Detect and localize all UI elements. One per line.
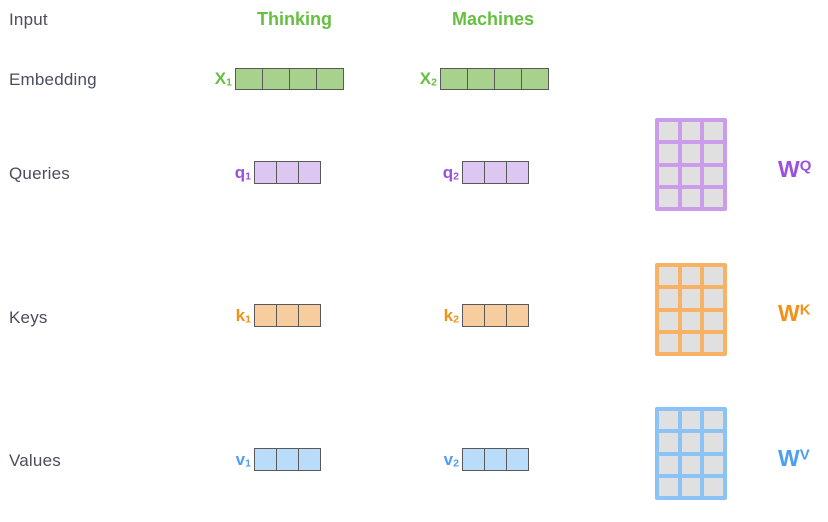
embedding-vector-x1: X1 — [204, 68, 344, 90]
vector-cell — [263, 69, 290, 89]
vector-label-k1: k1 — [235, 305, 251, 325]
matrix-cell — [681, 144, 701, 163]
row-label-input: Input — [9, 10, 48, 29]
matrix-cell — [704, 311, 723, 330]
matrix-cell — [659, 122, 678, 141]
row-label-values: Values — [9, 451, 61, 470]
vector-cell — [255, 162, 277, 183]
key-vector-k2: k2 — [431, 304, 529, 327]
vector-cell — [507, 162, 528, 183]
matrix-cell — [704, 289, 723, 308]
vector-cells-k2 — [462, 304, 529, 327]
matrix-cell — [681, 267, 701, 286]
vector-cell — [485, 449, 507, 470]
matrix-label-wq: WQ — [778, 156, 812, 182]
matrix-cell — [681, 311, 701, 330]
vector-cell — [485, 162, 507, 183]
vector-cell — [299, 449, 320, 470]
vector-cell — [468, 69, 495, 89]
vector-label-q1: q1 — [234, 162, 251, 182]
vector-cell — [522, 69, 548, 89]
matrix-cell — [659, 267, 678, 286]
vector-cell — [463, 162, 485, 183]
key-vector-k1: k1 — [223, 304, 321, 327]
matrix-label-wk: WK — [778, 300, 811, 326]
matrix-cell — [704, 166, 723, 185]
vector-cell — [485, 305, 507, 326]
vector-label-x2: X2 — [419, 69, 437, 89]
matrix-label-wv: WV — [778, 445, 810, 471]
vector-cells-x1 — [235, 68, 344, 90]
vector-label-x1: X1 — [214, 69, 232, 89]
matrix-cell — [659, 333, 678, 352]
matrix-cell — [659, 144, 678, 163]
vector-cells-v2 — [462, 448, 529, 471]
matrix-cell — [681, 333, 701, 352]
row-label-queries: Queries — [9, 164, 70, 183]
vector-label-v2: v2 — [443, 449, 459, 469]
matrix-cell — [681, 477, 701, 496]
matrix-cell — [659, 289, 678, 308]
vector-cell — [299, 305, 320, 326]
weight-matrix-wv — [655, 407, 727, 500]
matrix-cell — [659, 433, 678, 452]
row-label-embedding: Embedding — [9, 70, 97, 89]
vector-cell — [236, 69, 263, 89]
matrix-cell — [704, 477, 723, 496]
vector-cell — [255, 305, 277, 326]
vector-cell — [290, 69, 317, 89]
value-vector-v2: v2 — [431, 448, 529, 471]
matrix-cell — [659, 311, 678, 330]
matrix-cell — [681, 455, 701, 474]
row-label-keys: Keys — [9, 308, 48, 327]
vector-cell — [463, 449, 485, 470]
vector-cell — [441, 69, 468, 89]
matrix-cell — [704, 267, 723, 286]
matrix-cell — [681, 289, 701, 308]
matrix-cell — [704, 144, 723, 163]
vector-cell — [463, 305, 485, 326]
embedding-vector-x2: X2 — [409, 68, 549, 90]
matrix-cell — [681, 188, 701, 207]
matrix-cell — [659, 188, 678, 207]
vector-cells-q1 — [254, 161, 321, 184]
vector-cells-v1 — [254, 448, 321, 471]
matrix-cell — [704, 122, 723, 141]
vector-cell — [299, 162, 320, 183]
vector-label-q2: q2 — [442, 162, 459, 182]
vector-cells-x2 — [440, 68, 549, 90]
query-vector-q1: q1 — [223, 161, 321, 184]
weight-matrix-wk — [655, 263, 727, 356]
vector-cells-k1 — [254, 304, 321, 327]
vector-cells-q2 — [462, 161, 529, 184]
matrix-cell — [681, 122, 701, 141]
vector-cell — [507, 449, 528, 470]
weight-matrix-wq — [655, 118, 727, 211]
vector-cell — [277, 305, 299, 326]
matrix-cell — [659, 411, 678, 430]
vector-label-v1: v1 — [235, 449, 251, 469]
matrix-cell — [659, 166, 678, 185]
vector-label-k2: k2 — [443, 305, 459, 325]
matrix-cell — [704, 455, 723, 474]
matrix-cell — [659, 455, 678, 474]
matrix-cell — [704, 333, 723, 352]
matrix-cell — [659, 477, 678, 496]
vector-cell — [277, 449, 299, 470]
word-header-machines: Machines — [452, 9, 535, 29]
matrix-cell — [704, 411, 723, 430]
matrix-cell — [681, 433, 701, 452]
vector-cell — [507, 305, 528, 326]
matrix-cell — [681, 166, 701, 185]
vector-cell — [317, 69, 343, 89]
vector-cell — [495, 69, 522, 89]
query-vector-q2: q2 — [431, 161, 529, 184]
value-vector-v1: v1 — [223, 448, 321, 471]
word-header-thinking: Thinking — [257, 9, 332, 29]
matrix-cell — [704, 188, 723, 207]
matrix-cell — [704, 433, 723, 452]
vector-cell — [277, 162, 299, 183]
matrix-cell — [681, 411, 701, 430]
vector-cell — [255, 449, 277, 470]
